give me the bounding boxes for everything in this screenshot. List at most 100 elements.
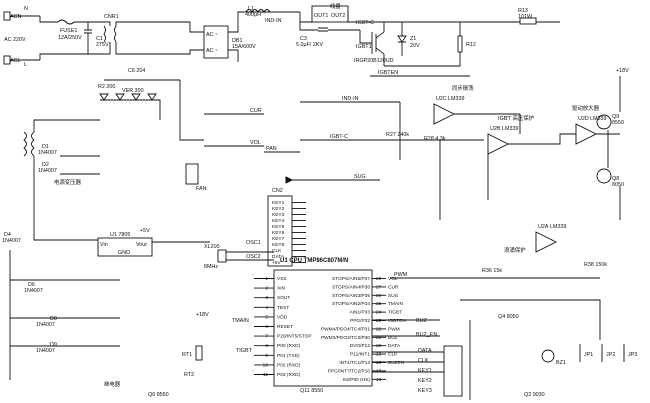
- sync-oscillator-label: 同步振荡: [452, 84, 474, 92]
- cpu-right-pin-number: 19: [376, 352, 382, 358]
- cpu-left-pin-name: TEST: [277, 305, 289, 311]
- u2b-label: U2B: [490, 126, 501, 132]
- cpu-right-pin-number: 28: [376, 276, 382, 282]
- cpu-left-pin-number: 2: [265, 286, 268, 292]
- rt1-thermistor: [195, 345, 203, 361]
- q8-label: Q8: [612, 176, 619, 182]
- u2b-comparator: [487, 133, 510, 155]
- cpu-right-pin-net: SUG: [388, 293, 399, 299]
- q8-transistor: [596, 168, 612, 184]
- buz-en-label: BUZ_EN: [416, 332, 437, 338]
- r12-resistor: [457, 35, 463, 53]
- osc1-label: OSC1: [246, 240, 261, 246]
- transformer-label: 电源变压器: [54, 178, 82, 186]
- u2b-part: LM339: [502, 126, 518, 132]
- l1-value: 400μH: [245, 12, 261, 18]
- u2d-label: U2D: [578, 116, 589, 122]
- cpu-left-pin-number: 9: [265, 353, 268, 359]
- d4-label: D4: [4, 232, 11, 238]
- resonant-igbt-section: IND-IN OUT1 OUT2 线盘 C3 5.0μF/ 2KV IGBT-C…: [265, 2, 560, 77]
- cpu-left-pins: VSS1XIN2XOUT3TEST4VDD5RESET6P20/INT5/STO…: [254, 276, 312, 378]
- cpu-left-pin-number: 3: [265, 295, 268, 301]
- gnd-pin: GND: [118, 250, 130, 256]
- buzzer-symbol: [541, 349, 555, 363]
- cpu-left-pin-name: P20/INT5/STOP: [277, 334, 312, 340]
- fan-net-label: FAN: [196, 186, 207, 192]
- pan-label: PAN: [266, 146, 277, 152]
- comparator-section: IND-IN PAN IGBT-C 同步振荡 IGBT 高压保护 驱动放大器 U…: [204, 68, 629, 279]
- xtal-value: 8MHz: [204, 264, 218, 270]
- cpu-u1-chip: [273, 269, 373, 387]
- cpu-right-pin-number: 24: [376, 310, 382, 316]
- ind-in2-label: IND-IN: [342, 96, 359, 102]
- xtal-crystal: [217, 249, 227, 263]
- jp1-label: JP1: [584, 352, 593, 358]
- u1-regulator-7805: [97, 237, 153, 257]
- n-label: N: [24, 6, 28, 12]
- vin-pin: Vin: [100, 242, 108, 248]
- cpu-right-pin-name: STOPS/AIN3/P35: [332, 293, 370, 299]
- acn-label: ACN: [10, 14, 21, 20]
- cpu-right-pin-net: DATA: [388, 343, 401, 349]
- c1-label: C1: [96, 36, 103, 42]
- cpu-right-pin-number: 20: [376, 343, 382, 349]
- ac-voltage-label: AC 220V: [4, 37, 26, 43]
- z1-label: Z1: [410, 36, 416, 42]
- acl-label: ACL: [10, 58, 21, 64]
- cpu-left-pin-number: 6: [265, 324, 268, 330]
- plus5-regulator-label: +5V: [140, 228, 150, 234]
- fuse-symbol: [57, 19, 75, 25]
- r13-value: 101W: [518, 14, 533, 20]
- l1-label: L1: [248, 6, 254, 12]
- r38-label: R38 150k: [584, 262, 607, 268]
- key3-net-label: KEY3: [418, 388, 432, 394]
- r13-label: R13: [518, 8, 528, 14]
- d6-label: D6: [28, 282, 35, 288]
- cpu-right-pin-name: STOPS/AIN4/P36: [332, 284, 370, 290]
- r13-resistor: [519, 17, 537, 25]
- surge-protect-label: 浪涌保护: [504, 246, 526, 254]
- cpu-left-pin-name: XIN: [277, 286, 286, 292]
- bottom-connector: [443, 345, 463, 397]
- tmain-net-label: TMAIN: [232, 318, 249, 324]
- d2-label: D2: [42, 162, 49, 168]
- cpu-left-pin-name: P00 (RXD): [277, 343, 301, 349]
- coil-label: 线盘: [330, 2, 341, 10]
- cnr1-label: CNR1: [104, 14, 119, 20]
- cpu-right-pin-name: PPG/INT7/TC2/P10: [328, 368, 370, 374]
- cpu-right-pin-net: PWM: [388, 326, 400, 332]
- l-label: L: [24, 62, 27, 68]
- igbt-c-label: IGBT-C: [356, 20, 374, 26]
- c6-label: C6 204: [128, 68, 145, 74]
- d1-label: D1: [42, 144, 49, 150]
- cur-net-label: CUR: [250, 108, 262, 114]
- igbt-part-label: IRGP20B120UD: [354, 58, 394, 64]
- cpu-right-pin-net: BUZEN: [388, 360, 405, 366]
- r36-label: R36 15k: [482, 268, 502, 274]
- key1-net-label: KEY1: [418, 368, 432, 374]
- cn2-key-pin: KEY2: [272, 206, 285, 212]
- cpu-right-pin-name: DVO/P12: [350, 343, 371, 349]
- key2-net-label: KEY2: [418, 378, 432, 384]
- cn2-key-pin: KEY8: [272, 242, 285, 248]
- cpu-right-pin-name: AIN1/P33: [349, 310, 370, 316]
- igbt1-label: IGBT1: [356, 44, 372, 50]
- d9-value: 1N4007: [36, 348, 55, 354]
- q4-label: Q4 8050: [498, 314, 519, 320]
- sug-net-label: SUG: [354, 174, 366, 180]
- cpu-right-pin-name: SS/P00 (HS): [343, 377, 371, 383]
- bridge-ac2: AC ~: [206, 48, 218, 54]
- z1-zener: [397, 35, 407, 43]
- q9-value: 8550: [612, 120, 624, 126]
- d2-value: 1N4007: [38, 168, 57, 174]
- rt2-label: RT2: [184, 372, 194, 378]
- c1-value: 275V: [96, 42, 109, 48]
- xtal-label: XL200: [204, 244, 220, 250]
- osc2-label: OSC2: [246, 254, 261, 260]
- c3-value: 5.0μF/ 2KV: [296, 42, 323, 48]
- out2-label: OUT2: [331, 13, 345, 19]
- u2a-label: U2A: [538, 224, 549, 230]
- cpu-right-pin-number: 22: [376, 326, 382, 332]
- igbten-label: IGBTEN: [378, 70, 398, 76]
